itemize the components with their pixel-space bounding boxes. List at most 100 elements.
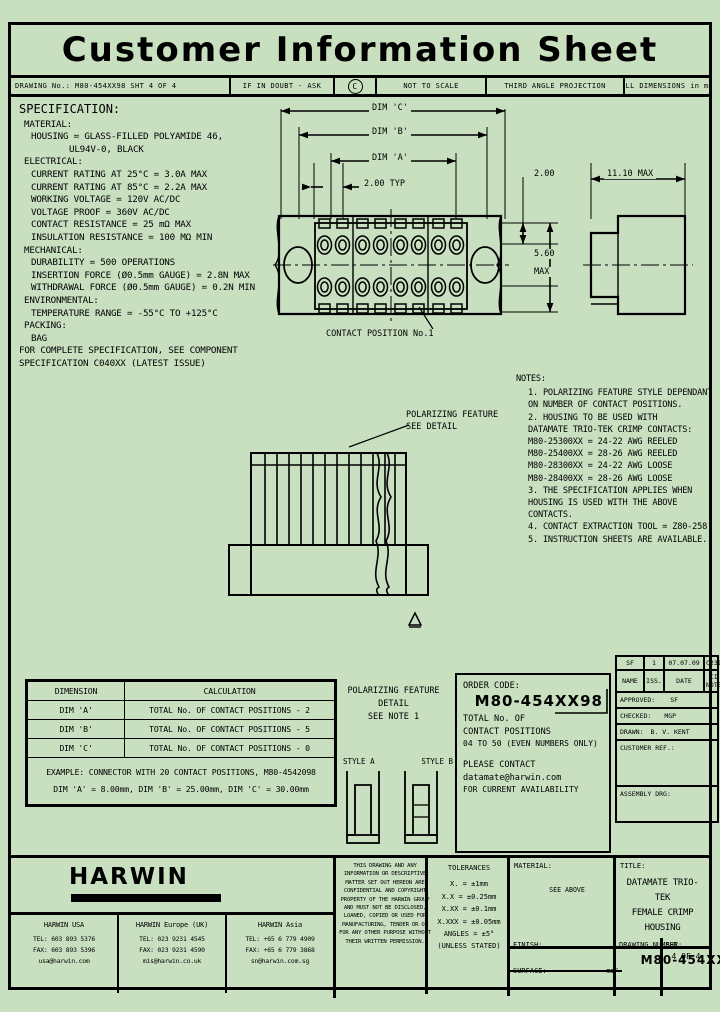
note-item-1: 1. POLARIZING FEATURE STYLE DEPENDANT: [528, 387, 720, 399]
note-text: HOUSING TO BE USED WITH: [542, 412, 658, 423]
note-number: 2.: [528, 412, 538, 423]
contact-email: datamate@harwin.com: [463, 772, 562, 783]
note-text: CONTACTS.: [528, 510, 573, 521]
spec-footer-line2: SPECIFICATION C040XX (LATEST ISSUE): [19, 357, 206, 369]
drawn-label: DRAWN:: [620, 728, 644, 736]
sheet-current: 4: [671, 952, 677, 961]
header-dimension: DIMENSION: [27, 681, 125, 701]
style-a-label: STYLE A: [343, 757, 375, 766]
height-2mm-label: 2.00: [531, 169, 558, 179]
customer-ref-label: CUSTOMER REF.:: [620, 744, 675, 752]
copyright-cell: C: [335, 78, 377, 94]
electrical-item: CURRENT RATING AT 25°C = 3.0A MAX: [31, 168, 207, 180]
housing-material-line1: HOUSING = GLASS-FILLED POLYAMIDE 46,: [31, 131, 223, 143]
mechanical-item: INSERTION FORCE (Ø0.5mm GAUGE) = 2.8N MA…: [31, 269, 250, 281]
finish-box: FINISH:: [507, 938, 622, 972]
depth-label: 11.10 MAX: [604, 169, 657, 179]
sheet-number-box: SHT 4 OF 4: [660, 938, 709, 996]
surface-label: SURFACE:: [513, 967, 547, 975]
office-tel: TEL: 023 9231 4545: [139, 935, 205, 943]
revision-approval-block: SF 1 07.07.09 C2310 NAME ISS. DATE CI NO…: [615, 655, 720, 823]
office-email[interactable]: mis@harwin.co.uk: [142, 957, 202, 965]
rev-note-value: C2310: [706, 659, 720, 667]
note-text: INSTRUCTION SHEETS ARE AVAILABLE.: [542, 534, 708, 545]
title-label: TITLE:: [620, 862, 646, 870]
total-positions-line2: CONTACT POSITIONS: [463, 726, 551, 737]
material-label: MATERIAL:: [24, 118, 72, 130]
if-in-doubt-field: IF IN DOUBT - ASK: [231, 78, 335, 94]
environmental-label: ENVIRONMENTAL:: [24, 294, 99, 306]
office-name: HARWIN Europe (UK): [135, 921, 209, 929]
header-calculation: CALCULATION: [124, 681, 335, 701]
material-value: SEE ABOVE: [549, 886, 585, 894]
rev-date-header: DATE: [665, 671, 705, 691]
style-shapes-svg: [346, 771, 438, 844]
tolerance-item: X.X = ±0.25mm: [441, 892, 497, 901]
rev-iss-header: ISS.: [645, 671, 665, 691]
notes-heading: NOTES:: [516, 374, 546, 384]
office-europe: HARWIN Europe (UK) TEL: 023 9231 4545 FA…: [119, 915, 227, 993]
title-line1: DATAMATE TRIO-TEK: [626, 878, 699, 903]
note-number: 4.: [528, 522, 538, 533]
office-email[interactable]: sn@harwin.com.sg: [250, 957, 310, 965]
specification-block: SPECIFICATION: MATERIAL: HOUSING = GLASS…: [19, 103, 281, 370]
packing-label: PACKING:: [24, 320, 67, 332]
harwin-logo: HARWIN: [69, 864, 189, 890]
sheet-value: 4 OF 4: [666, 952, 706, 961]
polarizing-detail-line1: POLARIZING FEATURE: [347, 686, 440, 696]
sheet-label: SHT: [666, 941, 678, 949]
table-header-row: DIMENSION CALCULATION: [27, 681, 335, 701]
approved-value: SF: [670, 696, 679, 704]
note-item-5: 5. INSTRUCTION SHEETS ARE AVAILABLE.: [528, 534, 720, 546]
tolerance-item: X.XX = ±0.1mm: [441, 905, 497, 914]
height-56-label: 5.60: [531, 249, 558, 259]
table-row: DIM 'A' TOTAL No. OF CONTACT POSITIONS -…: [27, 700, 335, 720]
revision-headers-row: NAME ISS. DATE CI NOTE: [617, 671, 720, 693]
copyright-icon: C: [347, 78, 363, 94]
note-number: 5.: [528, 534, 538, 545]
drawn-value: B. V. KENT: [650, 728, 690, 736]
dim-name: DIM 'A': [27, 700, 125, 720]
tolerance-item: X. = ±1mm: [450, 880, 488, 889]
drawing-sheet: Customer Information Sheet DRAWING No.: …: [8, 22, 720, 998]
note-item-4: 4. CONTACT EXTRACTION TOOL = Z80-258.: [528, 521, 720, 533]
contact-part-number: M80-25300XX = 24-22 AWG REELED: [528, 437, 678, 448]
availability-note: FOR CURRENT AVAILABILITY: [463, 785, 579, 795]
housing-material-line2: UL94V-0, BLACK: [69, 143, 144, 155]
dim-calc: TOTAL No. OF CONTACT POSITIONS - 0: [124, 738, 335, 758]
note-number: 3.: [528, 485, 538, 496]
dim-b-label: DIM 'B': [369, 127, 411, 137]
connector-drawing-views: DIM 'C' DIM 'B' DIM 'A' 2.00 TYP 2.00 5.…: [273, 101, 720, 363]
unless-stated-note: (UNLESS STATED): [437, 942, 501, 951]
order-code-label: ORDER CODE:: [463, 681, 520, 691]
contact-prompt: PLEASE CONTACT: [463, 759, 536, 770]
note-number: 1.: [528, 388, 538, 399]
dim-calc: TOTAL No. OF CONTACT POSITIONS - 5: [124, 719, 335, 739]
specification-heading: SPECIFICATION:: [19, 102, 121, 116]
rev-date-value: 07.07.09: [665, 657, 705, 669]
units-field: ALL DIMENSIONS in mm: [625, 82, 709, 90]
polarizing-detail-line3: SEE NOTE 1: [367, 712, 420, 722]
assembly-drg-label: ASSEMBLY DRG:: [620, 790, 671, 798]
bottom-title-block: HARWIN HARWIN USA TEL: 603 893 5376 FAX:…: [11, 855, 720, 998]
front-view-svg: [273, 107, 693, 330]
packing-item: BAG: [31, 332, 47, 344]
rev-iss-value: 1: [645, 657, 665, 669]
surface-box: SURFACE: mm²: [507, 964, 622, 996]
mechanical-item: DURABILITY = 500 OPERATIONS: [31, 257, 175, 269]
dim-c-label: DIM 'C': [369, 103, 411, 113]
office-fax: FAX: 023 9231 4590: [139, 946, 205, 954]
table-row: DIM 'C' TOTAL No. OF CONTACT POSITIONS -…: [27, 738, 335, 758]
electrical-label: ELECTRICAL:: [24, 156, 83, 168]
rev-name-value: SF: [617, 657, 645, 669]
office-email[interactable]: usa@harwin.com: [38, 957, 90, 965]
note-text: CONTACT EXTRACTION TOOL = Z80-258.: [542, 522, 713, 533]
order-code-leader-line: [555, 689, 608, 714]
surface-unit: mm²: [606, 967, 619, 975]
title-line2: FEMALE CRIMP HOUSING: [631, 908, 694, 933]
note-text: DATAMATE TRIO-TEK CRIMP CONTACTS:: [528, 424, 693, 435]
checked-value: MGP: [664, 712, 677, 720]
notes-block: NOTES: 1. POLARIZING FEATURE STYLE DEPEN…: [516, 373, 720, 546]
finish-label: FINISH:: [513, 941, 543, 949]
dim-name: DIM 'C': [27, 738, 125, 758]
